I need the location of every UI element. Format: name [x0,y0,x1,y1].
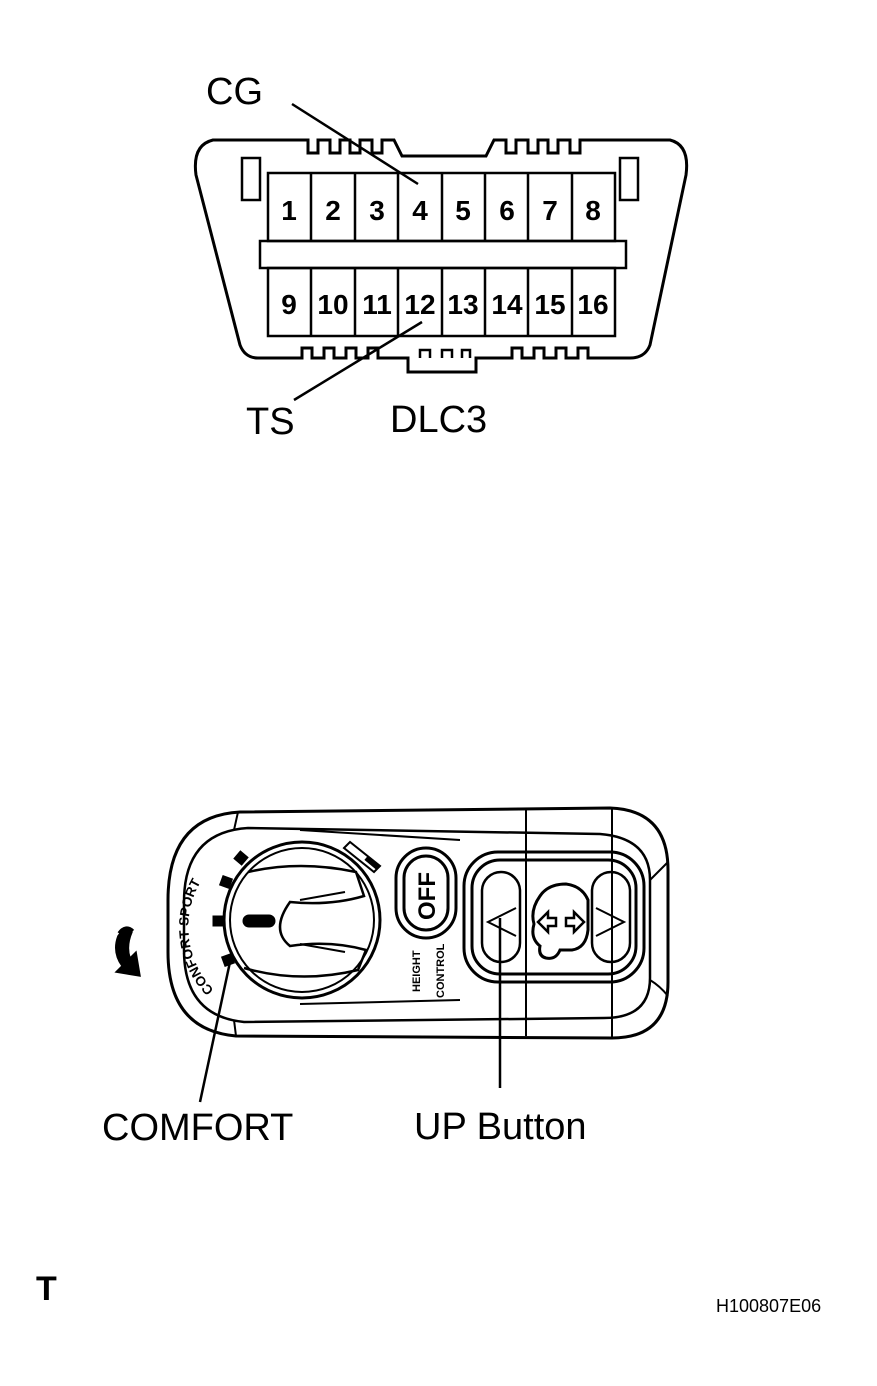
height-rocker-bezel [462,850,646,984]
dlc3-pin-4: 4 [412,195,428,226]
switch-inner-housing [182,826,652,1024]
dlc3-bottom-pin-labels: 9 10 11 12 13 14 15 16 [281,289,608,320]
dlc3-body-outline [193,138,689,374]
down-button-arrow-icon [595,907,627,937]
dlc3-pin-15: 15 [534,289,565,320]
dlc3-pin-9: 9 [281,289,297,320]
off-button-label: OFF [414,872,441,920]
dlc3-pin-2: 2 [325,195,341,226]
height-control-label-2: CONTROL [435,943,447,998]
dlc3-pin-16: 16 [577,289,608,320]
rotate-direction-arrow-icon [114,927,141,977]
up-button-arrow-icon [485,907,517,937]
dlc3-pin-12: 12 [404,289,435,320]
dial-indicator [242,914,276,928]
dlc3-pin-5: 5 [455,195,471,226]
down-button[interactable] [590,870,632,964]
dlc3-pin-6: 6 [499,195,515,226]
dlc3-left-key [240,156,262,202]
dlc3-connector [193,138,689,374]
off-button-bezel [394,846,458,940]
ts-leader-line [293,320,423,402]
section-mark: T [36,1270,57,1308]
comfort-leader-line [198,961,232,1103]
dlc3-right-key [618,156,640,202]
dlc3-pin-dividers [309,173,574,336]
height-rocker-panel [470,858,638,976]
dlc3-pin-7: 7 [542,195,558,226]
mode-dial [222,840,382,1000]
dlc3-pin-11: 11 [362,289,392,320]
vehicle-height-icon [531,882,590,960]
dlc3-pin-3: 3 [369,195,385,226]
dial-grip [243,864,368,978]
dlc3-center-bar [258,239,628,270]
up-button-callout: UP Button [414,1106,587,1148]
dlc3-pin-14: 14 [491,289,523,320]
height-control-switch [166,806,670,1040]
off-button[interactable] [402,854,450,932]
cg-leader-line [291,102,419,186]
figure-id: H100807E06 [716,1296,821,1316]
dlc3-pin-10: 10 [317,289,348,320]
dlc3-pin-1: 1 [281,195,297,226]
dlc3-pin-13: 13 [447,289,478,320]
dial-mode-label: CONFORT SPORT [176,875,216,998]
comfort-callout: COMFORT [102,1107,293,1149]
dlc3-label: DLC3 [390,399,487,441]
ts-label: TS [246,401,295,443]
dlc3-pin-8: 8 [585,195,601,226]
height-control-label-1: HEIGHT [411,950,423,992]
cg-label: CG [206,71,263,113]
